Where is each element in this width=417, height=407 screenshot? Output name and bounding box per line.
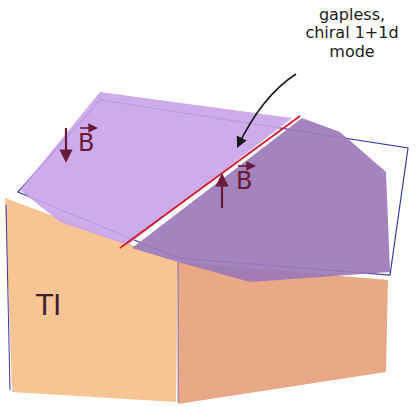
field-label: B (236, 168, 252, 196)
vector-mark (238, 165, 254, 167)
chiral-mode-line (120, 116, 300, 248)
box-edge (178, 262, 179, 402)
material-label: TI (36, 290, 61, 322)
callout-text: gapless, chiral 1+1d mode (296, 6, 408, 61)
vector-mark (80, 127, 96, 129)
field-arrow-down (65, 128, 67, 160)
callout-arrow (238, 74, 296, 146)
ti-side-face (178, 262, 388, 404)
box-edge (6, 205, 10, 390)
field-arrow-up (221, 176, 223, 208)
field-label: B (78, 130, 94, 158)
region-up-field (132, 118, 390, 282)
